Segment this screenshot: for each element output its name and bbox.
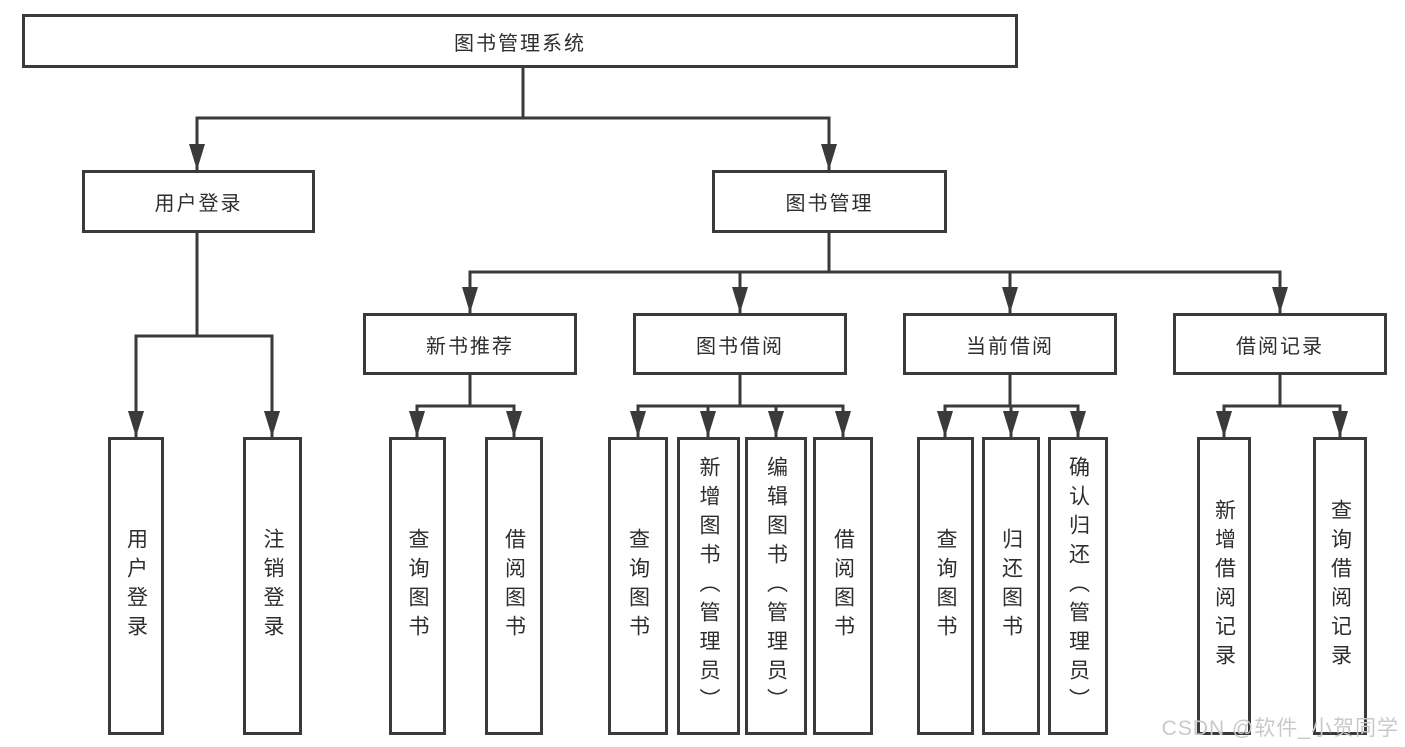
leaf-bw-add-books-admin: 新增图书（管理员）	[677, 437, 740, 735]
node-book-borrow: 图书借阅	[633, 313, 847, 375]
leaf-user-login: 用户登录	[108, 437, 164, 735]
leaf-rc-add-record: 新增借阅记录	[1197, 437, 1251, 735]
leaf-cur-confirm-return-admin: 确认归还（管理员）	[1048, 437, 1108, 735]
leaf-bw-query-books: 查询图书	[608, 437, 668, 735]
node-new-book-rec: 新书推荐	[363, 313, 577, 375]
leaf-bw-borrow-books: 借阅图书	[813, 437, 873, 735]
leaf-rc-query-record: 查询借阅记录	[1313, 437, 1367, 735]
leaf-logout-login: 注销登录	[243, 437, 302, 735]
leaf-rec-query-books: 查询图书	[389, 437, 446, 735]
leaf-cur-return-books: 归还图书	[982, 437, 1040, 735]
leaf-bw-edit-books-admin: 编辑图书（管理员）	[745, 437, 807, 735]
node-book-mgmt: 图书管理	[712, 170, 947, 233]
node-user-login: 用户登录	[82, 170, 315, 233]
leaf-rec-borrow-books: 借阅图书	[485, 437, 543, 735]
node-borrow-records: 借阅记录	[1173, 313, 1387, 375]
node-current-borrow: 当前借阅	[903, 313, 1117, 375]
node-root: 图书管理系统	[22, 14, 1018, 68]
arrowheads	[128, 144, 1348, 437]
csdn-watermark: CSDN @软件_小贺同学	[1161, 717, 1399, 740]
leaf-cur-query-books: 查询图书	[917, 437, 974, 735]
